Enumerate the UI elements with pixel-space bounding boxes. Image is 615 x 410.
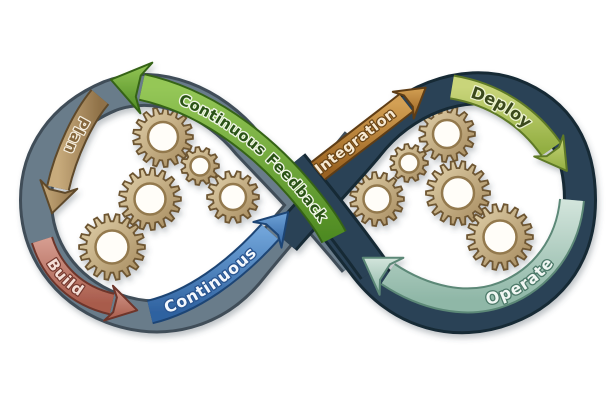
gear-hole: [398, 152, 420, 174]
gear-hole: [362, 184, 392, 214]
arrow-integration-band: [311, 95, 413, 179]
gear-hole: [440, 175, 476, 211]
gear-hole: [133, 182, 167, 216]
arrow-feedback-head: [109, 61, 154, 115]
gear-hole: [482, 219, 518, 255]
arrow-deploy-band: [450, 76, 560, 156]
gear-hole: [431, 118, 463, 150]
arrow-build-head: [103, 284, 139, 322]
arrow-plan-head: [39, 179, 79, 215]
arrow-deploy-head: [533, 134, 568, 172]
arrows-layer: [31, 61, 585, 325]
arrow-feedback-band: [139, 75, 345, 243]
arrow-build-band: [32, 236, 115, 314]
gear-hole: [94, 229, 130, 265]
arrow-operate-band: [381, 198, 583, 312]
arrow-integration-head: [391, 86, 427, 120]
gear-hole: [146, 120, 180, 154]
gears-layer: [78, 105, 534, 281]
arrow-plan-band: [48, 90, 108, 191]
gear-hole: [189, 155, 211, 177]
arrow-operate-head: [361, 256, 405, 296]
arrow-continuous-band: [147, 224, 278, 323]
gear-hole: [218, 182, 248, 212]
arrow-continuous-head: [252, 211, 290, 249]
diagram-root: Plan Build Continuous Integration Deploy…: [18, 61, 598, 335]
